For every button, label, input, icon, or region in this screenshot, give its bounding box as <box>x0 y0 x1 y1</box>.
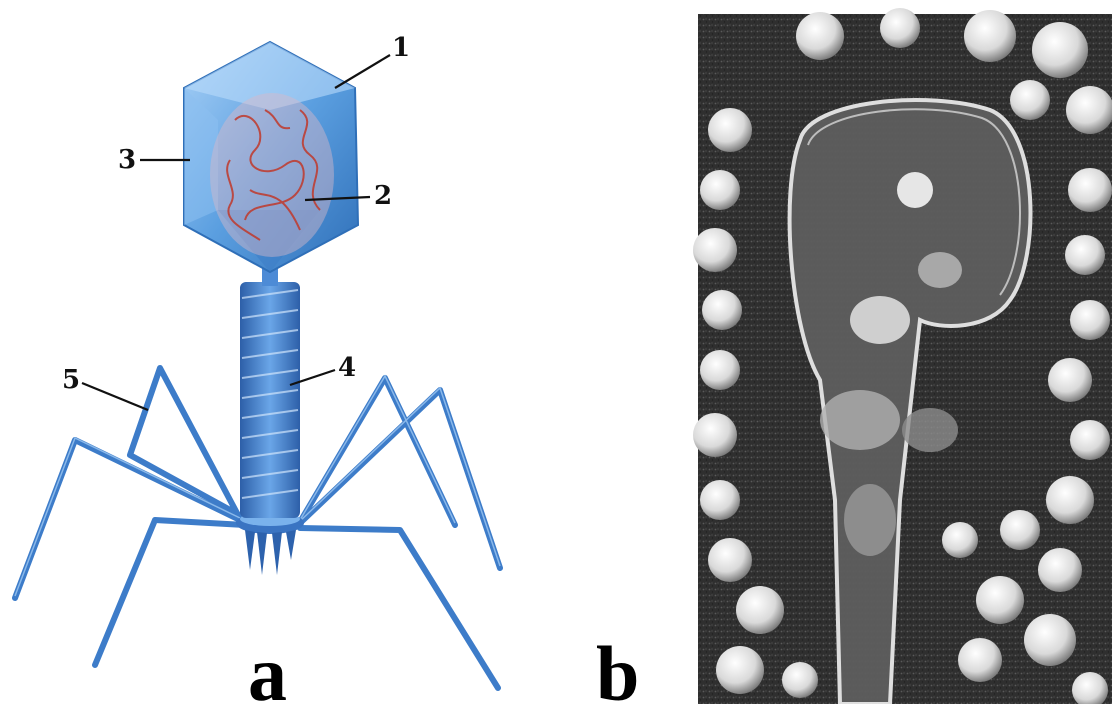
callout-1: 1 <box>392 33 410 63</box>
panel-label-a: a <box>248 630 287 704</box>
phage-illustration: 1 2 3 4 5 a <box>15 33 500 704</box>
capsid-head <box>184 42 358 272</box>
callout-4: 4 <box>338 353 356 383</box>
baseplate <box>236 512 304 575</box>
electron-micrograph <box>693 8 1112 704</box>
callout-2: 2 <box>374 181 392 211</box>
panel-label-b: b <box>596 630 639 704</box>
tail-sheath <box>240 268 300 518</box>
callout-5: 5 <box>62 365 80 395</box>
callout-3: 3 <box>118 145 136 175</box>
